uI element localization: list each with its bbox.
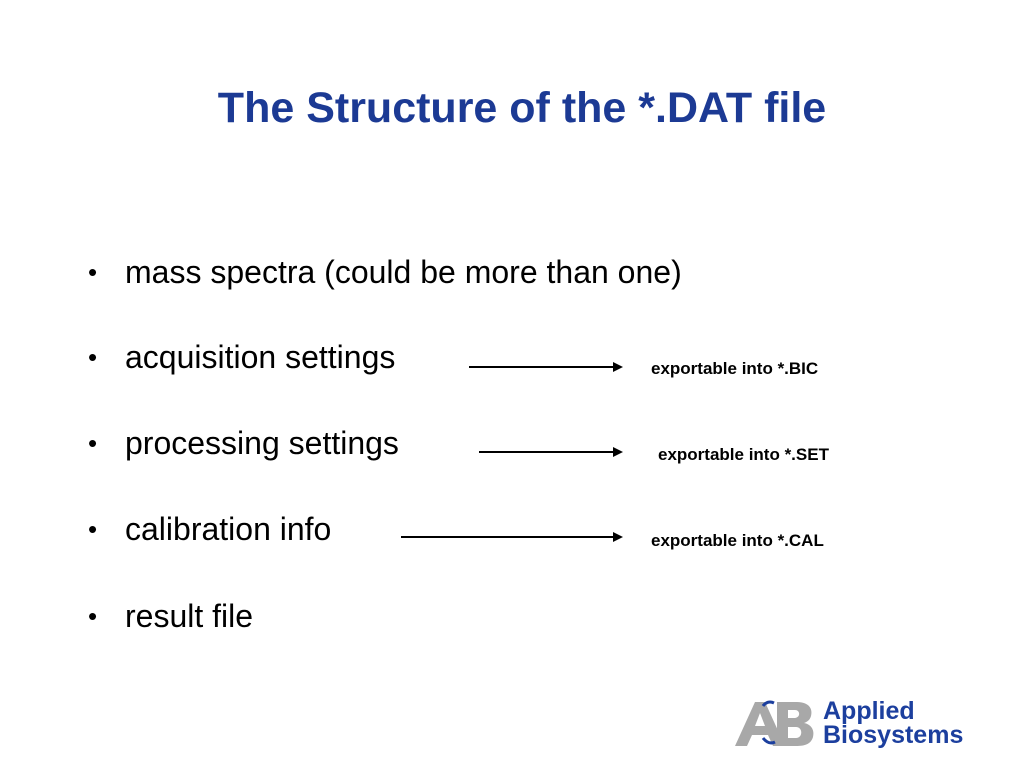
logo-line-2: Biosystems	[823, 721, 964, 749]
bullet-icon: •	[88, 427, 98, 458]
bullet-text: acquisition settings	[125, 338, 396, 375]
bullet-text: mass spectra (could be more than one)	[125, 253, 682, 290]
bullet-item: • calibration info	[88, 509, 331, 549]
export-note: exportable into *.SET	[658, 445, 829, 464]
bullet-text: result file	[125, 597, 254, 634]
arrow-icon	[401, 532, 623, 542]
ab-logo-icon	[735, 700, 814, 746]
logo-line-1: Applied	[823, 697, 915, 725]
bullet-icon: •	[88, 600, 98, 631]
bullet-item: • mass spectra (could be more than one)	[88, 252, 682, 292]
applied-biosystems-logo: Applied Biosystems	[733, 698, 978, 758]
arrow-icon	[479, 447, 623, 457]
logo-wordmark: Applied Biosystems	[823, 697, 964, 749]
bullet-icon: •	[88, 513, 98, 544]
arrow-icon	[469, 362, 623, 372]
bullet-item: • result file	[88, 596, 253, 636]
bullet-item: • processing settings	[88, 423, 399, 463]
bullet-text: processing settings	[125, 424, 399, 461]
slide-title: The Structure of the *.DAT file	[217, 84, 827, 132]
bullet-icon: •	[88, 341, 98, 372]
bullet-icon: •	[88, 256, 98, 287]
bullet-text: calibration info	[125, 510, 332, 547]
export-note: exportable into *.CAL	[651, 531, 824, 550]
export-note: exportable into *.BIC	[651, 359, 819, 378]
bullet-item: • acquisition settings	[88, 337, 395, 377]
